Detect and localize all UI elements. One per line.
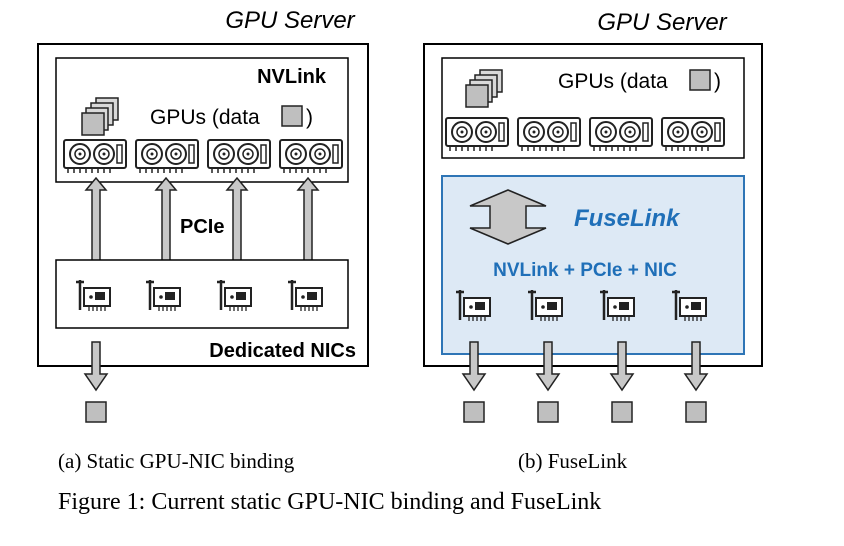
data-square-icon (689, 69, 711, 91)
right-gpus-label: GPUs (data (558, 70, 668, 93)
gpu-card-icon (445, 117, 509, 152)
double-arrow-icon (469, 189, 547, 245)
left-server-title: GPU Server (225, 7, 355, 34)
gpu-card-icon (589, 117, 653, 152)
data-square-icon (85, 401, 107, 423)
left-gpus-label: GPUs (data (150, 106, 260, 129)
data-square-icon (685, 401, 707, 423)
left-nvlink-label: NVLink (257, 66, 327, 88)
left-pcie-label: PCIe (180, 216, 224, 238)
figure-caption: Figure 1: Current static GPU-NIC binding… (58, 489, 601, 515)
right-server-title: GPU Server (597, 9, 727, 36)
fuselink-label: FuseLink (574, 205, 681, 232)
data-square-icon (611, 401, 633, 423)
data-square-icon (537, 401, 559, 423)
right-caption: (b) FuseLink (518, 449, 628, 473)
left-nics-label: Dedicated NICs (209, 340, 356, 362)
gpu-card-icon (661, 117, 725, 152)
right-gpus-label-suffix: ) (714, 70, 721, 93)
data-square-icon (281, 105, 303, 127)
gpu-card-icon (135, 139, 199, 174)
gpu-card-icon (279, 139, 343, 174)
gpu-card-icon (63, 139, 127, 174)
left-caption: (a) Static GPU-NIC binding (58, 449, 295, 473)
left-gpus-label-suffix: ) (306, 106, 313, 129)
gpu-card-icon (207, 139, 271, 174)
gpu-card-icon (517, 117, 581, 152)
data-square-icon (463, 401, 485, 423)
fuselink-sub-label: NVLink + PCIe + NIC (493, 260, 677, 281)
